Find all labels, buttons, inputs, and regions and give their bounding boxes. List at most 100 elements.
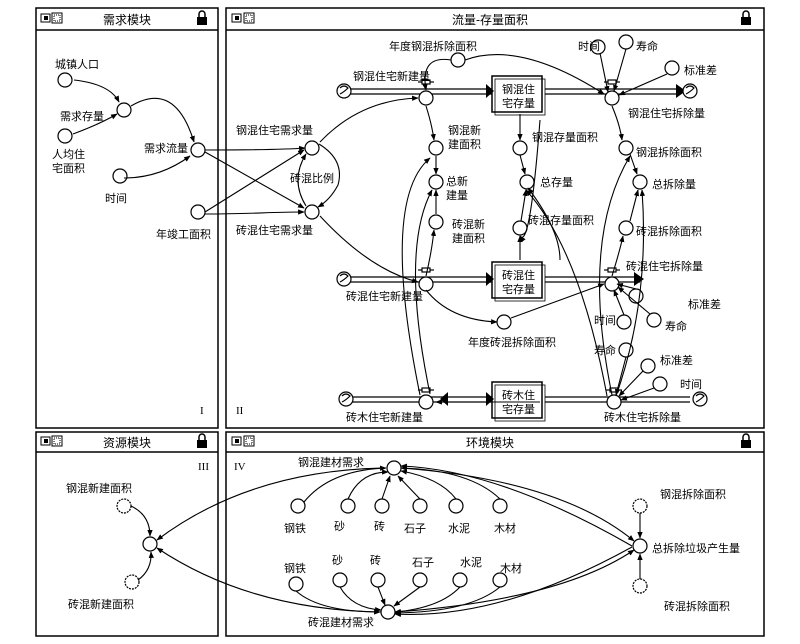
env-links — [156, 463, 643, 617]
bc-demolish-area-shadow-node[interactable] — [632, 578, 648, 594]
time-bot-node[interactable] — [652, 376, 668, 392]
bc-demand-node[interactable] — [304, 204, 320, 220]
demand-stock-node[interactable] — [116, 102, 132, 118]
panel-roman: IV — [234, 461, 246, 473]
demand-flow-label: 需求流量 — [144, 141, 188, 155]
bc-stock-area-label: 砖混存量面积 — [528, 213, 594, 227]
life-top-node[interactable] — [618, 34, 634, 50]
std-top-node[interactable] — [664, 60, 680, 76]
rc-stock-area-node[interactable] — [512, 140, 528, 156]
per-capita-label-2: 宅面积 — [52, 161, 85, 175]
valve-rc-new[interactable] — [418, 79, 434, 106]
rc-demolish-area-node[interactable] — [618, 140, 634, 156]
bc-new-area-label: 砖混新建面积 — [68, 597, 134, 611]
valve-bw-new[interactable] — [418, 387, 434, 410]
rc-material-demand-label: 钢混建材需求 — [298, 455, 364, 469]
valve-bw-demolish[interactable] — [606, 387, 622, 410]
panel-roman: II — [236, 405, 244, 417]
lock-icon[interactable] — [741, 433, 751, 448]
sand-2-label: 砂 — [332, 554, 343, 567]
cloud-icon — [336, 271, 352, 287]
valve-rc-demolish[interactable] — [604, 79, 620, 106]
lock-icon[interactable] — [197, 10, 207, 25]
steel-2-node[interactable] — [288, 576, 304, 592]
wood-1-node[interactable] — [492, 498, 508, 514]
time-top-node[interactable] — [590, 39, 606, 55]
urban-pop-node[interactable] — [57, 72, 73, 88]
panel-roman: I — [200, 405, 204, 417]
brick-2-node[interactable] — [370, 572, 386, 588]
bc-new-area-shadow-node[interactable] — [124, 574, 140, 590]
per-capita-node[interactable] — [57, 128, 73, 144]
rc-new-area-shadow-node[interactable] — [116, 498, 132, 514]
bc-demolish-flow-label: 砖混住宅拆除量 — [626, 259, 703, 273]
cement-2-node[interactable] — [452, 572, 468, 588]
bw-stock-label: 砖木住 — [502, 388, 535, 402]
time-label: 时间 — [105, 192, 127, 205]
cement-2-label: 水泥 — [460, 556, 482, 569]
bw-stock-box[interactable] — [491, 381, 543, 419]
demand-stock-label: 需求存量 — [60, 109, 104, 123]
total-waste-label: 总拆除垃圾产生量 — [652, 541, 740, 555]
wood-2-label: 木材 — [500, 561, 522, 575]
time-mid-node[interactable] — [616, 314, 632, 330]
time-mid-label: 时间 — [594, 314, 616, 327]
brick-ratio-label: 砖混比例 — [290, 171, 334, 185]
time-top-label: 时间 — [578, 40, 600, 53]
std-bot-label: 标准差 — [660, 353, 693, 367]
window-icons[interactable] — [40, 435, 63, 447]
window-icons[interactable] — [40, 12, 63, 24]
wood-2-node[interactable] — [492, 572, 508, 588]
rc-new-area-node[interactable] — [428, 140, 444, 156]
stone-1-node[interactable] — [412, 498, 428, 514]
lock-icon[interactable] — [741, 10, 751, 25]
resource-sum-node[interactable] — [142, 536, 158, 552]
window-icons[interactable] — [231, 12, 255, 24]
rc-demand-label: 钢混住宅需求量 — [236, 123, 313, 137]
panel-title: 流量-存量面积 — [452, 13, 528, 27]
rc-material-demand-node[interactable] — [386, 460, 402, 476]
bw-demolish-flow-label: 砖木住宅拆除量 — [604, 410, 681, 424]
annual-bc-demolish-node[interactable] — [496, 314, 512, 330]
bw-stock-label-2: 宅存量 — [502, 402, 535, 416]
lock-icon[interactable] — [197, 433, 207, 448]
stone-2-label: 石子 — [412, 556, 434, 569]
rc-demand-node[interactable] — [304, 140, 320, 156]
time-node[interactable] — [112, 168, 128, 184]
bc-stock-box[interactable] — [491, 261, 543, 299]
annual-completed-node[interactable] — [190, 204, 206, 220]
total-waste-node[interactable] — [632, 538, 648, 554]
total-stock-node[interactable] — [519, 174, 535, 190]
annual-rc-demolish-node[interactable] — [450, 52, 466, 68]
bc-material-demand-label: 砖混建材需求 — [308, 615, 374, 629]
total-new-label: 总新 — [446, 174, 468, 188]
steel-1-node[interactable] — [290, 498, 306, 514]
bc-stock-label: 砖混住 — [502, 268, 535, 282]
bc-new-area-node[interactable] — [428, 214, 444, 230]
demand-flow-node[interactable] — [190, 142, 206, 158]
brick-1-node[interactable] — [374, 498, 390, 514]
total-new-label-2: 建量 — [446, 188, 468, 202]
total-new-node[interactable] — [428, 174, 444, 190]
rc-stock-box[interactable] — [491, 75, 543, 113]
rc-demolish-area-shadow-node[interactable] — [632, 498, 648, 514]
window-icons[interactable] — [231, 435, 255, 447]
rc-stock-label-2: 宅存量 — [502, 96, 535, 110]
sand-1-node[interactable] — [340, 498, 356, 514]
bc-material-demand-node[interactable] — [380, 604, 396, 620]
total-demolish-node[interactable] — [632, 174, 648, 190]
life-top-label: 寿命 — [636, 39, 658, 53]
bc-demolish-area-node[interactable] — [618, 220, 634, 236]
valve-bc-new[interactable] — [418, 267, 434, 292]
cement-1-node[interactable] — [448, 498, 464, 514]
life-mid-node[interactable] — [646, 312, 662, 328]
demand-nodes — [57, 72, 206, 220]
panel-demand: 需求模块 I — [35, 7, 219, 429]
resource-links — [130, 505, 154, 581]
std-mid-node[interactable] — [628, 288, 644, 304]
sand-2-node[interactable] — [332, 572, 348, 588]
rc-new-build-label: 钢混住宅新建量 — [353, 69, 430, 83]
stone-2-node[interactable] — [412, 572, 428, 588]
std-bot-node[interactable] — [640, 358, 656, 374]
